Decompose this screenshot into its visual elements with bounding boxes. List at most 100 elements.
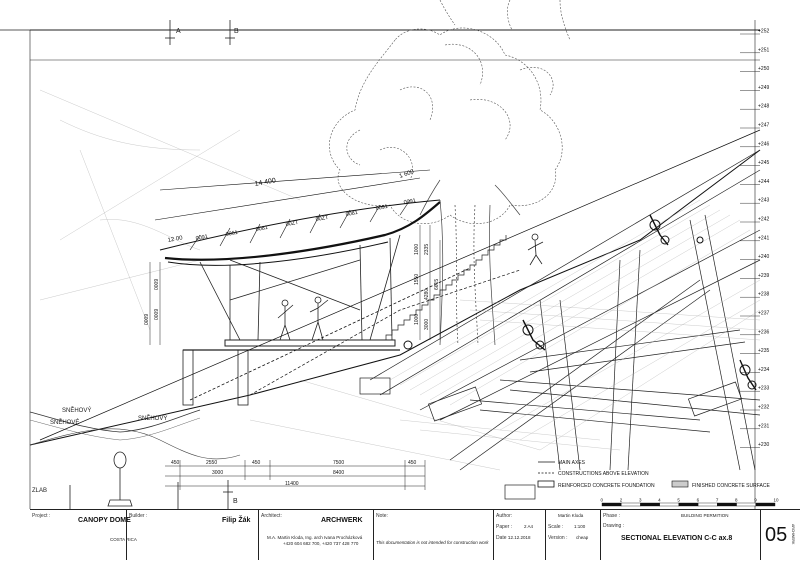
author-name: Martin Kloda (558, 513, 584, 518)
elevation-label: +231 (758, 423, 769, 429)
legend-label: MAIN AXES (558, 460, 586, 466)
sheet-number: 05 (765, 524, 788, 546)
drawing-cell: Phase : BUILDING PERMITION Drawing : SEC… (600, 510, 760, 560)
terrain-secondary (29, 428, 241, 460)
height-dim: 1550 (414, 274, 420, 285)
scale-bar-segment (755, 502, 776, 507)
top-right-dim: 1 600 (399, 169, 416, 180)
axis-label-b-bottom: B (233, 498, 238, 505)
elevation-label: +230 (758, 442, 769, 448)
elevation-label: +232 (758, 405, 769, 411)
title-block: Project : CANOPY DOME COSTA RICA Builder… (30, 509, 800, 560)
phase-value: BUILDING PERMITION (681, 513, 729, 518)
scale-bar-label: 10 (774, 498, 780, 503)
project-location: COSTA RICA (110, 537, 137, 542)
scale-bar-label: 9 (754, 498, 757, 503)
legend-label: REINFORCED CONCRETE FOUNDATION (558, 483, 655, 489)
snow-labels: SNĚHOVÝ SNĚHOVÉ SNĚHOVÝ ZLAB (32, 406, 167, 494)
elevation-label: +249 (758, 85, 769, 91)
project-name: CANOPY DOME (78, 517, 131, 524)
legend-label: CONSTRUCTIONS ABOVE ELEVATION (558, 471, 649, 477)
snow-slope-left (29, 409, 201, 433)
elevation-label: +245 (758, 160, 769, 166)
canopy-structure (182, 234, 401, 406)
canopy-height-dims: 0009 0009 0009 1000 1550 2335 1000 4280 … (144, 225, 441, 345)
version-value: cheap (576, 535, 589, 540)
height-dim: 4280 (424, 289, 430, 300)
bottom-dimension-chain: 450 2550 450 7500 450 3000 8400 11400 (165, 460, 426, 490)
scale-bar-segment (678, 502, 699, 507)
dim-8400: 8400 (333, 470, 344, 476)
meta-labels-cell: Author: Paper : 2 A4 Date : 12.12.2018 (493, 510, 545, 560)
architect-cell: Architect: ARCHWERK M.A. Martin Kloda, I… (258, 510, 373, 560)
scale-bar-label: 6 (697, 498, 700, 503)
architect-label: Architect: (261, 513, 282, 519)
scale-bar-segment (621, 502, 641, 507)
side-logo-text: ARCHWERK (791, 524, 795, 545)
elevation-label: +240 (758, 254, 769, 260)
elevation-scale: +252+251+250+249+248+247+246+245+244+243… (740, 29, 769, 448)
legend-label: FINISHED CONCRETE SURFACE (692, 483, 770, 489)
elevation-label: +235 (758, 348, 769, 354)
note-label: Note: (376, 513, 388, 519)
elevation-label: +248 (758, 104, 769, 110)
site-label: SNĚHOVÝ (138, 414, 167, 422)
scale-bar-segment (717, 502, 737, 507)
legend-swatch-box (537, 480, 555, 488)
elevation-label: +252 (758, 29, 769, 35)
height-dim: 0009 (154, 279, 160, 290)
project-label: Project : (32, 513, 51, 519)
height-dim: 3000 (424, 319, 430, 330)
left-dim: 12 00 (167, 235, 183, 244)
scale-bar-label: 7 (716, 498, 719, 503)
drawing-label: Drawing : (603, 523, 625, 529)
elevation-label: +243 (758, 198, 769, 204)
timber-hatching (389, 199, 761, 451)
main-sight-line (39, 129, 761, 441)
rafter-dim: 0091 (403, 198, 416, 206)
architect-name: ARCHWERK (321, 517, 363, 524)
axis-label-b: B (234, 28, 239, 35)
dim-3000: 3000 (212, 470, 223, 476)
stairs (380, 235, 507, 341)
scale-bar-segment (697, 502, 718, 507)
drawing-title: SECTIONAL ELEVATION C-C ax.8 (621, 535, 733, 542)
scale-bar-label: 3 (639, 498, 642, 503)
author-label: Author: (496, 513, 513, 519)
elevation-label: +242 (758, 217, 769, 223)
note-text: This documentation is not intended for c… (376, 540, 489, 545)
dashed-slope (189, 267, 471, 401)
phase-label: Phase : (603, 513, 620, 519)
elevation-label: +237 (758, 311, 769, 317)
legend: MAIN AXES CONSTRUCTIONS ABOVE ELEVATION … (537, 460, 770, 489)
elevation-label: +246 (758, 141, 769, 147)
axis-label-a: A (176, 28, 181, 35)
sheet-number-cell: 05 ARCHWERK (760, 510, 800, 560)
elevation-label: +236 (758, 329, 769, 335)
dim-450-b: 450 (252, 460, 261, 466)
elevation-label: +241 (758, 235, 769, 241)
grid-axis-b-bottom: B (223, 480, 238, 509)
meta-values-cell: Martin Kloda Scale : 1:100 Version : che… (545, 510, 600, 560)
elevation-label: +251 (758, 47, 769, 53)
height-dim: 6615 (434, 279, 440, 290)
elevation-label: +250 (758, 66, 769, 72)
architect-people: M.A. Martin Kloda, Ing. arch Ivana Proch… (267, 535, 363, 540)
rafter-dim: 0081 (255, 225, 268, 233)
elevation-label: +247 (758, 123, 769, 129)
dim-11400: 11400 (285, 481, 299, 487)
elevation-label: +239 (758, 273, 769, 279)
elevation-label: +234 (758, 367, 769, 373)
terrain-line (29, 149, 761, 446)
site-label: ZLAB (32, 488, 47, 494)
rafter-dim: 00ZT (285, 220, 299, 228)
construction-lines (39, 89, 541, 471)
height-dim: 2335 (424, 244, 430, 255)
elevation-label: +238 (758, 292, 769, 298)
scale-bar-segment (659, 502, 680, 507)
grid-axis-b: B (225, 20, 239, 45)
paper-label: Paper : (496, 524, 513, 530)
site-label: SNĚHOVÝ (62, 406, 91, 414)
